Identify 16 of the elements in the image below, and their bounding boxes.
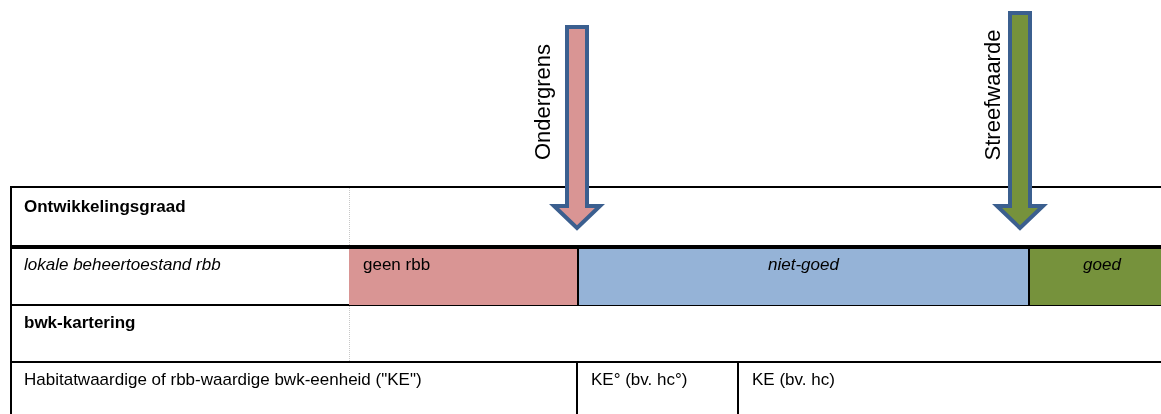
table-cell-text: KE° (bv. hc°) [591,370,688,390]
status-band [349,249,577,305]
block-arrow [992,11,1048,231]
block-arrow [549,25,605,231]
table-cell-text: Ontwikkelingsgraad [24,197,186,217]
band-label: goed [1083,255,1121,275]
arrow-label: Ondergrens [529,27,557,177]
table-cell-text: bwk-kartering [24,313,136,333]
band-label: geen rbb [363,255,431,275]
arrow-label: Streefwaarde [979,13,1007,177]
status-band [1028,249,1161,305]
table-cell-text: Habitatwaardige of rbb-waardige bwk-eenheid ("KE") [24,370,422,390]
status-band [577,249,1028,305]
table-cell-text: KE (bv. hc) [752,370,835,390]
table-cell-text: lokale beheertoestand rbb [24,255,221,275]
band-label: niet-goed [768,255,839,275]
